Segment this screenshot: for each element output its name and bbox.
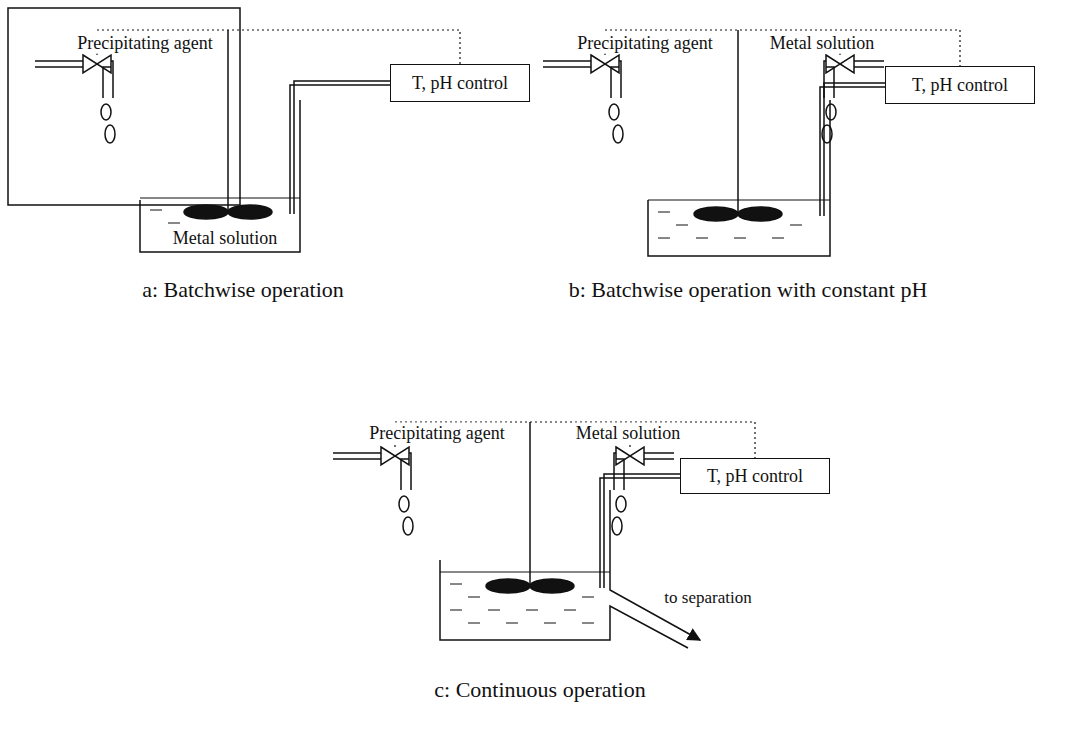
feed-pipe [543,66,591,68]
liquid-dash [544,623,556,624]
drop [399,496,409,512]
feed-pipe [35,66,83,68]
valve-symbol [826,55,854,73]
liquid-surface [140,198,300,199]
liquid-dash [168,223,180,224]
vessel [648,100,830,256]
control-label: T, pH control [412,73,508,94]
impeller-blade [738,207,782,221]
label: to separation [661,588,754,608]
liquid-dash [450,610,462,611]
feed-pipe [854,60,884,62]
valve-symbol [83,55,111,73]
label: Metal solution [767,33,878,54]
outlet-pipe [611,67,619,98]
label: Metal solution [170,228,281,249]
drop [609,104,619,120]
feed-pipe [644,458,674,460]
liquid-dash [696,238,708,239]
impeller-blade [530,579,574,593]
drop [826,104,836,120]
liquid-dash [772,238,784,239]
probe [294,81,390,214]
outlet-pipe [619,61,621,98]
liquid-dash [468,623,480,624]
outlet-pipe [409,453,411,490]
feed-pipe [333,458,381,460]
feed-pipe [644,452,674,454]
liquid-dash [450,584,462,585]
liquid-dash [790,225,802,226]
subfigure-caption: c: Continuous operation [431,677,648,702]
probe [290,85,390,214]
label: Precipitating agent [74,33,215,54]
liquid-dash [468,597,480,598]
subfigure-caption: b: Batchwise operation with constant pH [566,277,931,302]
valve-symbol [381,447,409,465]
label: Precipitating agent [366,423,507,444]
subfigure-caption: a: Batchwise operation [139,277,347,302]
liquid-surface [648,200,830,201]
impeller-blade [486,579,530,593]
probe [604,474,680,588]
liquid-dash [582,597,594,598]
vessel [140,100,300,252]
feed-pipe [333,452,381,454]
feed-pipe [35,60,83,62]
drop [616,496,626,512]
liquid-dash [658,212,670,213]
impeller-blade [184,205,228,219]
probe [824,83,885,216]
stirrer-shaft [737,30,739,214]
control-box: T, pH control [390,64,530,102]
drop [105,125,115,143]
feed-pipe [854,66,884,68]
liquid-dash [676,225,688,226]
control-box: T, pH control [885,66,1035,104]
control-label: T, pH control [912,75,1008,96]
valve-symbol [616,447,644,465]
liquid-dash [488,610,500,611]
valve-symbol [591,55,619,73]
liquid-dash [582,623,594,624]
liquid-dash [506,623,518,624]
stirrer-shaft [227,30,229,212]
drop [403,517,413,535]
stirrer-shaft [529,422,531,586]
control-box: T, pH control [680,458,830,494]
liquid-dash [526,610,538,611]
control-label: T, pH control [707,466,803,487]
drop [612,517,622,535]
frame [8,8,240,205]
vessel [440,560,688,648]
impeller-blade [228,205,272,219]
label: Metal solution [573,423,684,444]
probe [600,478,680,588]
feed-pipe [543,60,591,62]
liquid-dash [734,238,746,239]
liquid-dash [564,610,576,611]
outlet-pipe [614,453,616,490]
outlet-pipe [401,459,409,490]
probe [820,87,885,216]
drop [613,125,623,143]
outlet-pipe [103,67,111,98]
drop [101,104,111,120]
liquid-surface [440,572,610,573]
vessel [610,490,700,640]
label: Precipitating agent [574,33,715,54]
liquid-dash [150,210,162,211]
impeller-blade [694,207,738,221]
outlet-pipe [111,61,113,98]
liquid-dash [658,238,670,239]
